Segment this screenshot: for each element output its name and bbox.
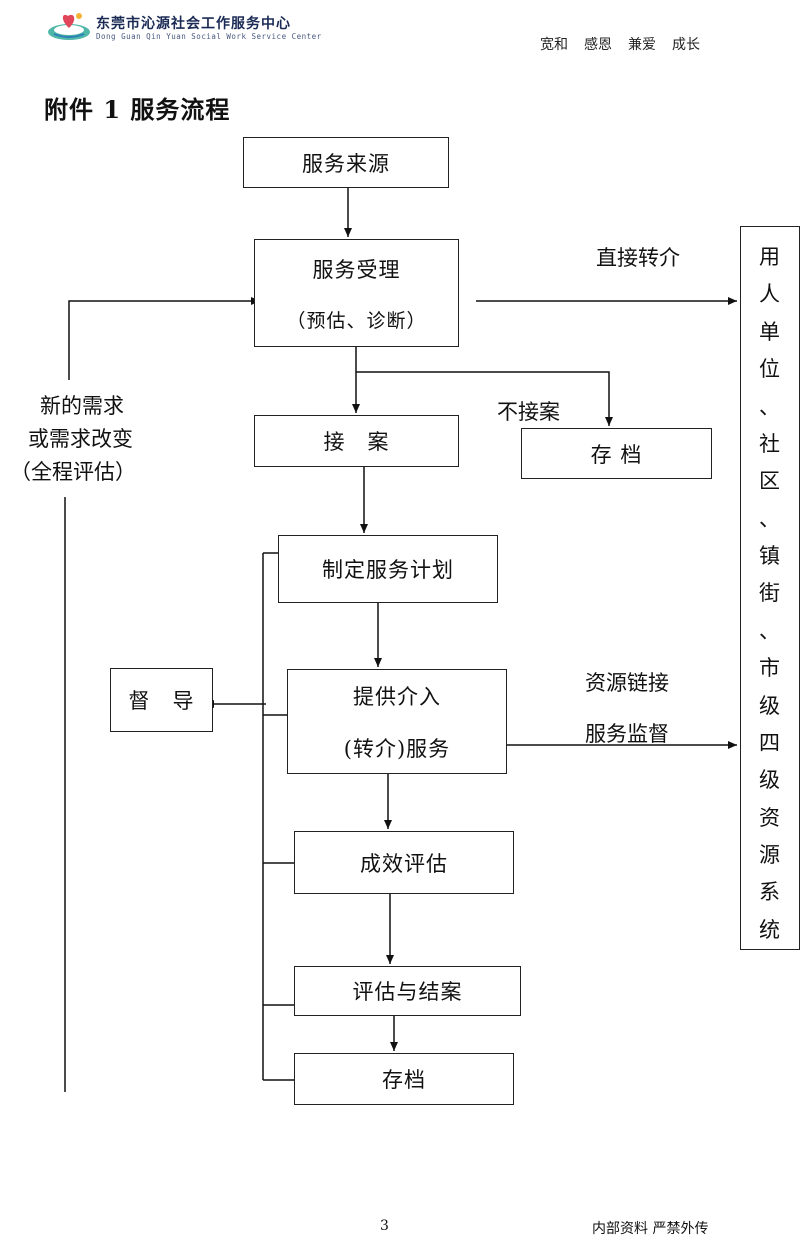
logo-icon	[48, 13, 90, 40]
logo-org-name-cn: 东莞市沁源社会工作服务中心	[96, 16, 291, 32]
vertical-char: 、	[759, 618, 781, 643]
vertical-char: 、	[759, 394, 781, 419]
vertical-char: 系	[759, 880, 781, 905]
box-archive-reject: 存 档	[521, 428, 712, 479]
box-close-case: 评估与结案	[294, 966, 521, 1016]
label-not-accept: 不接案	[497, 400, 560, 424]
vertical-char: 用	[759, 245, 781, 269]
box-label: 督 导	[128, 689, 195, 713]
vertical-char: 区	[759, 469, 781, 494]
box-service-plan: 制定服务计划	[278, 535, 498, 603]
vertical-char: 资	[759, 805, 781, 830]
box-supervision: 督 导	[110, 668, 213, 732]
resource-system-text: 用 人 单 位 、 社 区 、 镇 街 、 市 级 四 级 资 源 系 统	[759, 247, 781, 941]
motto-item: 感恩	[584, 37, 612, 53]
box-label: 评估与结案	[352, 980, 463, 1004]
vertical-char: 位	[759, 357, 781, 382]
box-label: 接 案	[323, 430, 390, 454]
box-service-accept: 服务受理 （预估、诊断）	[254, 239, 459, 347]
box-label: 成效评估	[360, 851, 448, 876]
box-label: 服务来源	[302, 151, 390, 176]
vertical-char: 市	[759, 656, 781, 681]
footer-notice: 内部资料 严禁外传	[592, 1221, 709, 1237]
motto: 宽和 感恩 兼爱 成长	[540, 34, 700, 54]
vertical-char: 统	[759, 917, 781, 942]
vertical-char: 、	[759, 506, 781, 531]
page-number: 3	[380, 1218, 389, 1234]
vertical-char: 源	[759, 843, 781, 867]
box-intake: 接 案	[254, 415, 459, 467]
box-label: 存档	[382, 1068, 426, 1092]
box-label-line1: 服务受理	[312, 257, 401, 282]
vertical-char: 人	[759, 282, 781, 307]
box-label: 制定服务计划	[322, 558, 454, 582]
logo: 东莞市沁源社会工作服务中心 Dong Guan Qin Yuan Social …	[46, 10, 321, 44]
box-provide-service: 提供介入 (转介)服务	[287, 669, 507, 774]
box-label-line2: （预估、诊断）	[286, 309, 427, 332]
vertical-char: 四	[759, 730, 781, 755]
arrow-new-need-feedback	[68, 297, 260, 380]
vertical-char: 级	[759, 768, 781, 793]
vertical-char: 社	[759, 431, 781, 456]
box-label-line2: (转介)服务	[343, 736, 451, 761]
vertical-char: 单	[759, 319, 781, 344]
motto-item: 成长	[672, 37, 700, 53]
label-new-need-line2: 或需求改变	[28, 427, 133, 451]
label-resource-link: 资源链接	[585, 671, 669, 695]
box-label-line1: 提供介入	[353, 684, 441, 709]
label-new-need-line1: 新的需求	[40, 394, 124, 418]
box-label: 存 档	[590, 442, 643, 467]
arrow-to-archive-reject	[356, 371, 613, 426]
page-title: 附件 1 服务流程	[44, 95, 231, 124]
vertical-char: 街	[759, 581, 781, 606]
vertical-char: 级	[759, 693, 781, 718]
label-service-monitor: 服务监督	[585, 722, 669, 746]
box-effect-eval: 成效评估	[294, 831, 514, 894]
label-new-need-line3: （全程评估）	[10, 460, 136, 484]
label-direct-referral: 直接转介	[596, 246, 680, 270]
box-archive-final: 存档	[294, 1053, 514, 1105]
motto-item: 兼爱	[628, 37, 656, 53]
logo-org-name-en: Dong Guan Qin Yuan Social Work Service C…	[96, 32, 322, 41]
vertical-char: 镇	[759, 544, 781, 568]
box-service-source: 服务来源	[243, 137, 449, 188]
motto-item: 宽和	[540, 37, 568, 53]
box-resource-system: 用 人 单 位 、 社 区 、 镇 街 、 市 级 四 级 资 源 系 统	[740, 226, 800, 950]
